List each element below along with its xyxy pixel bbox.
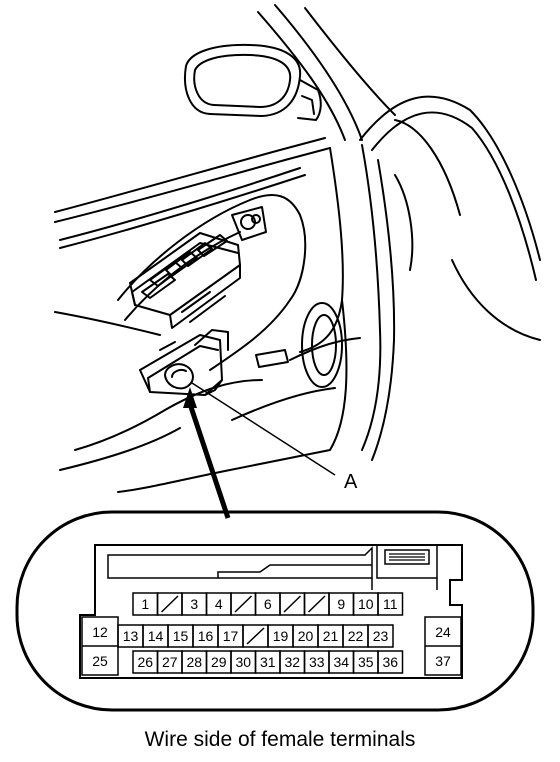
pin-label: 21 [323, 628, 339, 644]
connector-key-slot [107, 546, 373, 579]
connector-lock-tab [376, 544, 438, 579]
pin-label: 23 [373, 628, 389, 644]
pin-label: 15 [173, 628, 189, 644]
pin-label: 30 [235, 654, 251, 670]
pin-label: 11 [383, 596, 398, 612]
pointer-arrow [183, 387, 231, 519]
pin-label: 4 [215, 596, 223, 612]
pin-label: 36 [382, 654, 398, 670]
connector-housing [79, 544, 463, 679]
callout-label-a: A [344, 471, 358, 493]
pin-label: 20 [298, 628, 314, 644]
empty-cavity-slash [160, 595, 179, 613]
pin-label: 19 [273, 628, 289, 644]
door-illustration [54, 4, 541, 493]
callout-leader-line [191, 382, 336, 476]
pin-label: 32 [284, 654, 300, 670]
pin-label: 29 [211, 654, 227, 670]
pin-label: 13 [123, 628, 139, 644]
pin-cavity [377, 592, 404, 616]
pin-label: 33 [309, 654, 325, 670]
pin-label: 24 [435, 624, 451, 640]
pin-label: 35 [358, 654, 374, 670]
pin-cavity [377, 650, 404, 674]
empty-cavity-slash [307, 595, 326, 613]
connector-view-frame [15, 510, 535, 712]
pin-label: 34 [333, 654, 349, 670]
pin-label: 12 [92, 624, 108, 640]
pin-label: 9 [337, 596, 345, 612]
pin-label: 22 [348, 628, 364, 644]
pin-label: 6 [264, 596, 272, 612]
diagram-caption: Wire side of female terminals [144, 728, 416, 751]
connector-lock-window [384, 549, 430, 565]
pin-label: 16 [198, 628, 214, 644]
pin-label: 1 [141, 596, 149, 612]
empty-cavity-slash [283, 595, 302, 613]
pin-label: 37 [435, 653, 451, 669]
pin-label: 31 [260, 654, 276, 670]
empty-cavity-slash [234, 595, 253, 613]
empty-cavity-slash [246, 627, 265, 645]
pin-cavity [367, 624, 394, 648]
pin-label: 10 [358, 596, 374, 612]
pin-label: 14 [148, 628, 164, 644]
pin-label: 3 [190, 596, 198, 612]
pin-label: 28 [186, 654, 202, 670]
pin-label: 17 [223, 628, 239, 644]
pin-label: 27 [162, 654, 178, 670]
pin-label: 25 [92, 653, 108, 669]
pin-label: 26 [137, 654, 153, 670]
